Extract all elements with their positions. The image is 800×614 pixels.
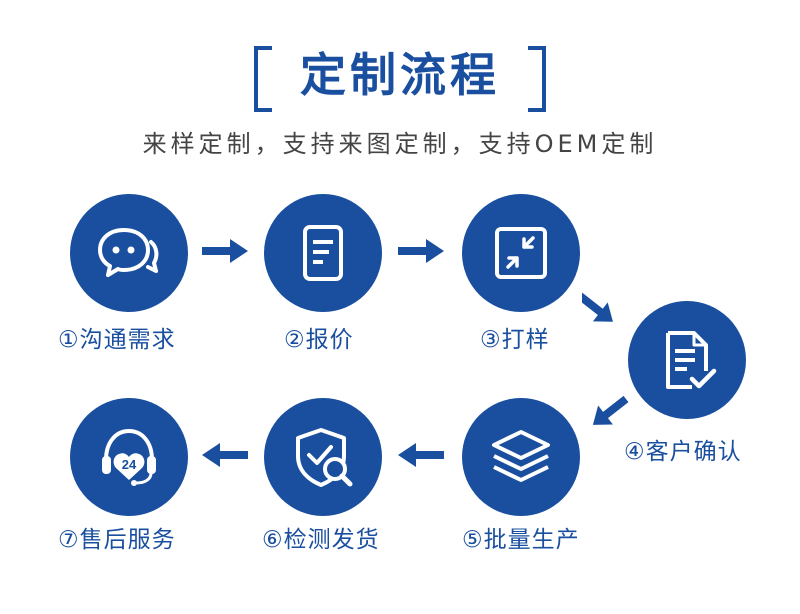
step-2-label: ②报价 [284, 327, 354, 353]
step-4-circle [628, 301, 746, 419]
step-1-label: ①沟通需求 [58, 327, 176, 353]
step-5-circle [462, 398, 580, 516]
arrow-right-icon [202, 239, 248, 263]
page-title: 定制流程 [300, 48, 500, 102]
title-bracket-left [254, 46, 272, 112]
arrow-left-icon [202, 443, 248, 467]
layers-icon [492, 430, 550, 482]
arrow-right-icon [398, 239, 444, 263]
title-block: 定制流程 [254, 42, 546, 112]
step-4-label: ④客户确认 [624, 439, 742, 465]
step-3-circle [462, 194, 580, 312]
page-subtitle: 来样定制，支持来图定制，支持OEM定制 [142, 130, 658, 158]
headset-24-icon: 24 [102, 428, 156, 486]
step-5-label: ⑤批量生产 [462, 527, 580, 553]
shield-search-icon [296, 428, 353, 487]
arrow-down-right-icon [582, 292, 613, 322]
title-bracket-right [528, 46, 546, 112]
step-6-label: ⑥检测发货 [262, 527, 380, 553]
step-7-label: ⑦售后服务 [58, 527, 176, 553]
document-icon [303, 225, 343, 281]
service-badge-text: 24 [122, 457, 137, 472]
arrow-down-left-icon [592, 395, 629, 425]
step-6-circle [264, 398, 382, 516]
chat-bubbles-icon [98, 228, 159, 277]
step-3-label: ③打样 [480, 327, 550, 353]
step-1-circle [70, 194, 188, 312]
document-check-icon [666, 331, 717, 389]
arrow-left-icon [398, 443, 444, 467]
step-7-circle: 24 [70, 398, 188, 516]
shrink-arrows-icon [495, 227, 547, 279]
step-2-circle [264, 194, 382, 312]
